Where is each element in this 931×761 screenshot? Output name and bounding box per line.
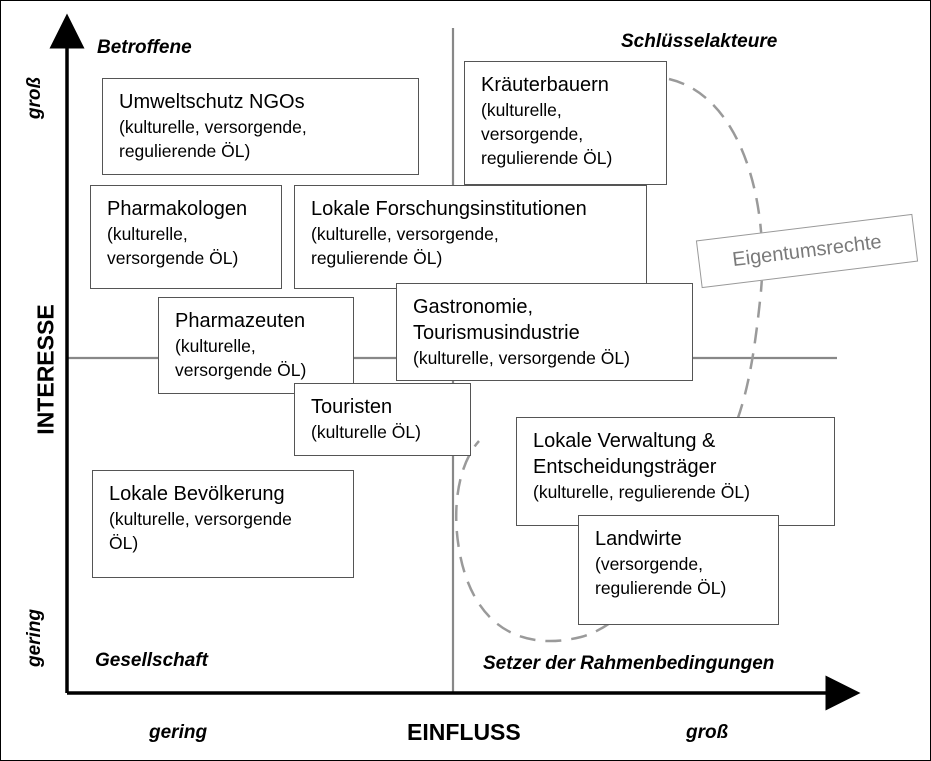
stakeholder-detail: (kulturelle, [481, 100, 562, 120]
stakeholder-detail: (kulturelle, [107, 224, 188, 244]
stakeholder-detail: (kulturelle ÖL) [311, 422, 421, 442]
stakeholder-detail: (kulturelle, versorgende [109, 509, 292, 529]
stakeholder-detail: (versorgende, [595, 554, 703, 574]
stakeholder-detail: versorgende ÖL) [175, 360, 307, 380]
stakeholder-detail: (kulturelle, versorgende, [119, 117, 307, 137]
quadrant-label-schluesselakteure: Schlüsselakteure [621, 31, 778, 52]
quadrant-label-gesellschaft: Gesellschaft [95, 650, 208, 671]
quadrant-label-betroffene: Betroffene [97, 37, 192, 58]
stakeholder-detail: ÖL) [109, 533, 139, 553]
x-axis-high-label: groß [686, 722, 729, 743]
stakeholder-box-kraeuterbauern: Kräuterbauern (kulturelle, versorgende, … [464, 61, 667, 185]
x-axis-low-label: gering [149, 722, 208, 743]
stakeholder-detail: regulierende ÖL) [311, 248, 443, 268]
stakeholder-detail: (kulturelle, [175, 336, 256, 356]
stakeholder-name: Landwirte [595, 528, 682, 550]
y-axis-title: INTERESSE [32, 304, 59, 435]
stakeholder-detail: regulierende ÖL) [595, 578, 727, 598]
stakeholder-name-line2: Tourismusindustrie [413, 322, 580, 344]
stakeholder-name: Umweltschutz NGOs [119, 91, 305, 113]
stakeholder-box-touristen: Touristen (kulturelle ÖL) [294, 383, 471, 456]
stakeholder-name: Touristen [311, 396, 393, 418]
stakeholder-name: Pharmazeuten [175, 310, 306, 332]
stakeholder-box-forschungsinstitutionen: Lokale Forschungsinstitutionen (kulturel… [294, 185, 647, 289]
stakeholder-name: Kräuterbauern [481, 74, 609, 96]
y-axis-high-label: groß [24, 76, 45, 120]
stakeholder-box-umweltschutz-ngos: Umweltschutz NGOs (kulturelle, versorgen… [102, 78, 419, 175]
stakeholder-box-landwirte: Landwirte (versorgende, regulierende ÖL) [578, 515, 779, 625]
stakeholder-detail: (kulturelle, regulierende ÖL) [533, 482, 750, 502]
stakeholder-box-lokale-bevoelkerung: Lokale Bevölkerung (kulturelle, versorge… [92, 470, 354, 578]
stakeholder-detail: (kulturelle, versorgende ÖL) [413, 348, 630, 368]
stakeholder-name: Gastronomie, [413, 296, 534, 318]
stakeholder-box-pharmakologen: Pharmakologen (kulturelle, versorgende Ö… [90, 185, 282, 289]
stakeholder-box-gastronomie-tourismus: Gastronomie, Tourismusindustrie (kulture… [396, 283, 693, 381]
stakeholder-detail: (kulturelle, versorgende, [311, 224, 499, 244]
stakeholder-detail: versorgende, [481, 124, 584, 144]
x-axis-title: EINFLUSS [407, 719, 521, 745]
stakeholder-detail: regulierende ÖL) [119, 141, 251, 161]
stakeholder-detail: versorgende ÖL) [107, 248, 239, 268]
y-axis-low-label: gering [24, 608, 45, 668]
stakeholder-detail: regulierende ÖL) [481, 148, 613, 168]
stakeholder-box-lokale-verwaltung: Lokale Verwaltung & Entscheidungsträger … [516, 417, 835, 526]
quadrant-label-rahmenbedingungen: Setzer der Rahmenbedingungen [483, 653, 775, 674]
stakeholder-name-line2: Entscheidungsträger [533, 456, 717, 478]
stakeholder-name: Lokale Verwaltung & [533, 430, 716, 452]
stakeholder-name: Lokale Bevölkerung [109, 483, 285, 505]
stakeholder-name: Pharmakologen [107, 198, 248, 220]
stakeholder-name: Lokale Forschungsinstitutionen [311, 198, 587, 220]
stakeholder-box-pharmazeuten: Pharmazeuten (kulturelle, versorgende ÖL… [158, 297, 354, 394]
